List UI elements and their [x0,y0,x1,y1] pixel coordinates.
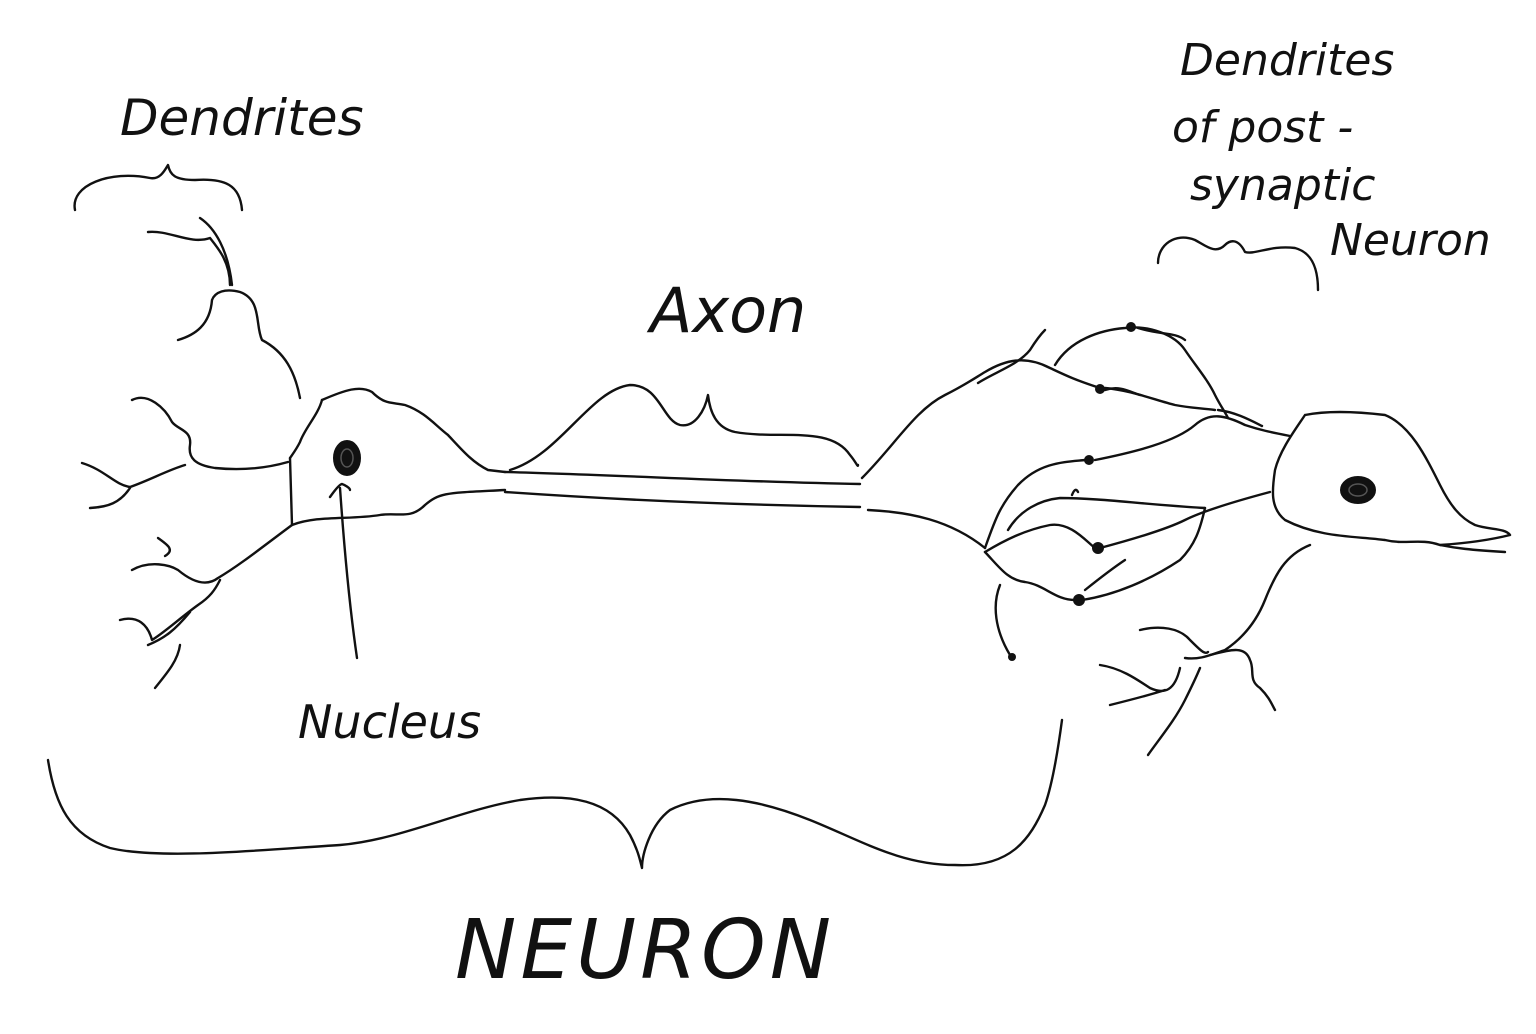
post-synaptic-label-line2: of post - [1172,102,1353,153]
neuron-brace [46,718,1064,870]
post-synaptic-label-line1: Dendrites [1180,35,1394,86]
bouton-1 [1126,322,1136,332]
post-synaptic-label-line3: synaptic [1190,160,1375,211]
axon-label: Axon [646,274,806,347]
post-synaptic-label-line4: Neuron [1330,215,1491,266]
bouton-4 [1092,542,1104,554]
left-soma [288,387,507,527]
axon [503,470,987,550]
nucleus-pointer [328,482,359,660]
right-lower-dendrites [1098,543,1312,757]
axon-brace [508,383,860,472]
postsynaptic-brace [1156,236,1320,292]
neuron-title: NEURON [455,903,835,998]
bouton-2 [1095,384,1105,394]
left-dendrites [80,216,302,690]
bouton-5 [1073,594,1085,606]
axon-terminals [860,322,1230,661]
right-soma [1271,410,1512,547]
dendrites-label: Dendrites [120,89,364,147]
bouton-3 [1084,455,1094,465]
nucleus-label: Nucleus [298,695,481,749]
right-nucleus [1340,476,1376,504]
left-nucleus [333,440,361,476]
postsynaptic-dendrites [1080,326,1292,602]
dendrites-brace [73,163,244,212]
bouton-6 [1008,653,1016,661]
